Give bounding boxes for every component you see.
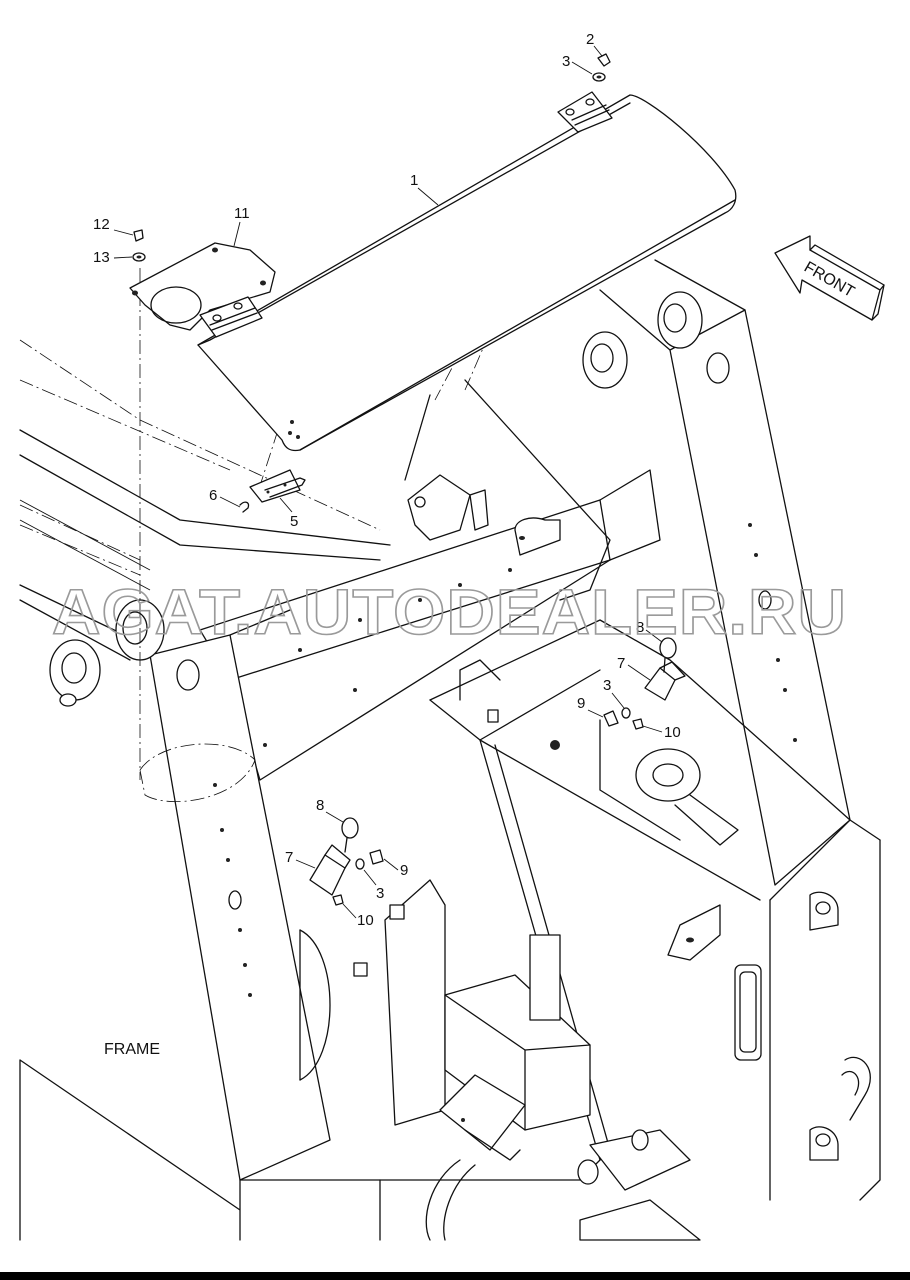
left-upright — [139, 609, 331, 1181]
right-fittings — [667, 891, 871, 1161]
callout-5: 5 — [290, 513, 298, 530]
hinge-plate — [129, 242, 276, 338]
right-upright — [582, 259, 851, 886]
bottom-border-bar — [0, 1272, 910, 1280]
stack-pipe — [635, 748, 739, 846]
callout-1: 1 — [410, 172, 418, 189]
hinge-plate-fasteners — [132, 229, 146, 262]
callout-3-left: 3 — [376, 885, 384, 902]
callout-9-right: 9 — [577, 695, 585, 712]
front-arrow: FRONT — [774, 235, 885, 321]
callout-9-left: 9 — [400, 862, 408, 879]
callout-8-left: 8 — [316, 797, 324, 814]
top-hinge — [557, 91, 613, 133]
motor — [577, 1129, 701, 1241]
top-fasteners — [592, 53, 611, 82]
callout-3-top: 3 — [562, 53, 570, 70]
callout-10-right: 10 — [664, 724, 681, 741]
callout-2: 2 — [586, 31, 594, 48]
frame-label: FRAME — [104, 1041, 160, 1058]
pump-bracket — [425, 1074, 526, 1241]
callout-8-right: 8 — [636, 619, 644, 636]
left-cylinder — [299, 929, 331, 1081]
pin-clip — [239, 469, 306, 513]
callout-12: 12 — [93, 216, 110, 233]
callouts: 1 2 3 11 12 13 6 5 8 7 3 9 10 8 7 9 3 10 — [93, 31, 681, 929]
center-bracket — [407, 474, 561, 556]
callout-6: 6 — [209, 487, 217, 504]
watermark: AGAT.AUTODEALER.RU — [52, 576, 847, 648]
callout-7-left: 7 — [285, 849, 293, 866]
cover-plate — [197, 94, 737, 452]
callout-11: 11 — [234, 205, 250, 222]
right-latch — [603, 637, 686, 730]
callout-3-right: 3 — [603, 677, 611, 694]
callout-13: 13 — [93, 249, 110, 266]
callout-7-right: 7 — [617, 655, 625, 672]
left-latch — [309, 817, 384, 906]
callout-10-left: 10 — [357, 912, 374, 929]
